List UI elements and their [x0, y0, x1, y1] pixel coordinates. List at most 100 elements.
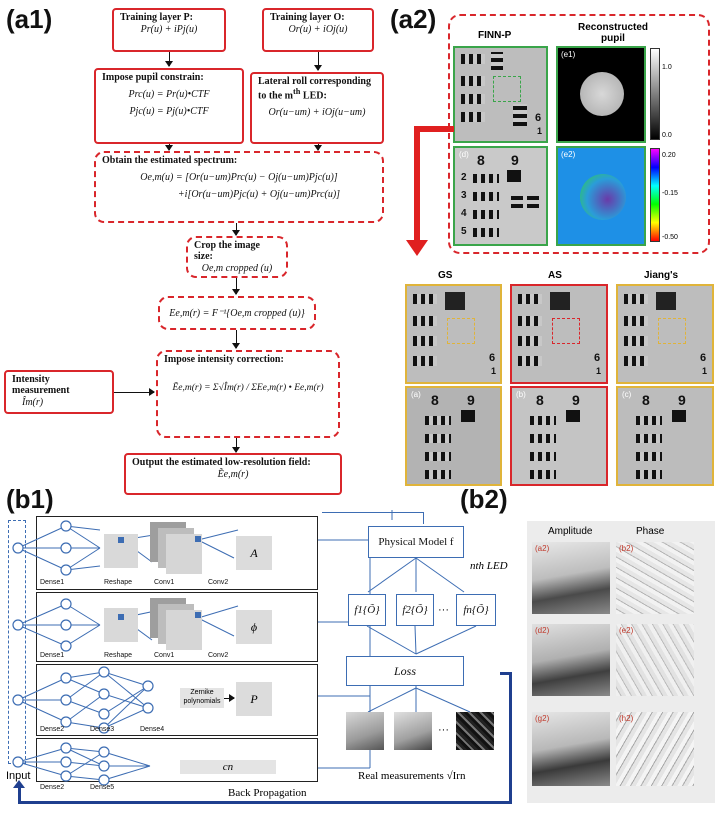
square-block — [656, 292, 676, 310]
bar-group — [636, 416, 662, 425]
dense4-label: Dense4 — [140, 726, 165, 733]
panel-label-b2: (b2) — [460, 484, 508, 514]
digit-6: 6 — [594, 352, 601, 364]
reshape-label: Reshape — [104, 579, 133, 586]
physical-model-label: Physical Model f — [378, 536, 454, 548]
bar-group — [513, 104, 527, 126]
phase-image-h2: (h2) — [616, 712, 694, 786]
label-e1: (e1) — [561, 50, 576, 59]
estimated-spectrum-box: Obtain the estimated spectrum: Oe,m(u) =… — [94, 151, 384, 223]
reshape-label: Reshape — [104, 652, 133, 659]
zoom-region — [658, 318, 686, 344]
f2-label: f2{Õ} — [402, 604, 428, 616]
measurement-thumbnail-n — [456, 712, 494, 750]
bar-group — [624, 316, 648, 326]
inverse-fourier-box: Ee,m(r) = F⁻¹{Oe,m cropped (u)} — [158, 296, 316, 330]
phase-image-b2: (b2) — [616, 542, 694, 614]
conv2-label: Conv2 — [208, 652, 229, 659]
phase-header: Phase — [636, 526, 665, 537]
bar-group — [413, 294, 437, 304]
digit-8: 8 — [477, 152, 485, 168]
dense1-label: Dense1 — [40, 579, 65, 586]
phase-image-e2: (e2) — [616, 624, 694, 696]
training-layer-o-equation: Or(u) + iOj(u) — [288, 24, 348, 35]
kernel-square — [118, 537, 124, 543]
digit-9: 9 — [511, 152, 519, 168]
digit-2: 2 — [461, 172, 467, 183]
digit-6: 6 — [489, 352, 496, 364]
backprop-line-across — [18, 801, 512, 804]
panel-label-b1: (b1) — [6, 484, 54, 514]
input-label: Input — [6, 770, 31, 782]
ellipsis: ··· — [438, 604, 449, 616]
red-arrow-horizontal — [414, 126, 454, 132]
pupil-constrain-box: Impose pupil constrain: Prc(u) = Pr(u)•C… — [94, 68, 244, 144]
bar-group — [425, 434, 451, 443]
zernike-polynomials-block: Zernike polynomials — [180, 688, 224, 708]
training-layer-p-equation: Pr(u) + iPj(u) — [140, 24, 198, 35]
bar-group — [636, 470, 662, 479]
finn-p-dashed-frame — [448, 14, 710, 254]
bar-group — [413, 336, 437, 346]
phase-output: ϕ — [236, 610, 272, 644]
bar-group — [511, 192, 523, 208]
jiangs-target-image: 6 1 — [616, 284, 714, 384]
measurement-thumbnail-2 — [394, 712, 432, 750]
ellipsis: ··· — [438, 724, 449, 736]
tag-e2: (e2) — [619, 626, 634, 635]
backprop-line-out — [500, 672, 512, 675]
bar-group — [413, 316, 437, 326]
as-target-image: 6 1 — [510, 284, 608, 384]
tag-b2: (b2) — [619, 544, 634, 553]
lateral-roll-heading: Lateral roll corresponding to the mth LE… — [258, 76, 376, 101]
backprop-line-up — [18, 786, 21, 804]
loss-label: Loss — [393, 663, 416, 678]
finn-p-zoom-image: (d) 8 9 2 3 4 5 — [453, 146, 548, 246]
square-block — [461, 410, 475, 422]
digit-1: 1 — [491, 366, 497, 376]
digit-8: 8 — [536, 392, 544, 408]
back-propagation-label: Back Propagation — [228, 787, 307, 799]
label-b: (b) — [516, 390, 526, 399]
digit-4: 4 — [461, 208, 467, 219]
digit-8: 8 — [431, 392, 439, 408]
colorbar-phase-bottom-tick: -0.50 — [662, 234, 678, 241]
conv2-label: Conv2 — [208, 579, 229, 586]
physical-model-box: Physical Model f — [368, 526, 464, 558]
digit-6: 6 — [700, 352, 707, 364]
bar-group — [461, 94, 485, 104]
output-field-box: Output the estimated low-resolution fiel… — [124, 453, 342, 495]
square-block — [672, 410, 686, 422]
pupil-equation-1: Prc(u) = Pr(u)•CTF — [128, 89, 210, 100]
arrow-e-to-correction — [232, 330, 240, 349]
top-feedback-line-down — [423, 512, 424, 524]
bar-group — [636, 452, 662, 461]
training-layer-o-heading: Training layer O: — [270, 12, 345, 23]
square-block — [566, 410, 580, 422]
inverse-fourier-equation: Ee,m(r) = F⁻¹{Oe,m cropped (u)} — [169, 307, 305, 319]
red-arrow-vertical — [414, 126, 420, 242]
tag-h2: (h2) — [619, 714, 634, 723]
amplitude-image-g2: (g2) — [532, 712, 610, 786]
intensity-measurement-equation: Îm(r) — [22, 397, 44, 408]
intensity-measurement-heading: Intensity measurement — [12, 374, 70, 396]
jiangs-zoom-image: (c) 8 9 — [616, 386, 714, 486]
backprop-arrow-head — [13, 780, 25, 788]
amplitude-image-d2: (d2) — [532, 624, 610, 696]
colorbar-amplitude — [650, 48, 660, 140]
led-coefficient-output: cn — [180, 760, 276, 774]
output-field-equation: Ẽe,m(r) — [217, 469, 249, 480]
f1-label: f1{Õ} — [354, 604, 380, 616]
gs-label: GS — [438, 270, 453, 281]
dense3-label: Dense3 — [90, 726, 115, 733]
lateral-roll-superscript: th — [293, 87, 301, 96]
lateral-roll-heading-tail: LED: — [300, 90, 327, 102]
bar-group — [461, 112, 485, 122]
bar-group — [491, 52, 503, 70]
f2-box: f2{Õ} — [396, 594, 434, 626]
fanin-svg — [366, 625, 477, 655]
pupil-amplitude-image: (e1) — [556, 46, 646, 143]
intensity-correction-heading: Impose intensity correction: — [164, 354, 284, 365]
square-block — [507, 170, 521, 182]
real-measurements-label: Real measurements √Irn — [358, 770, 466, 782]
